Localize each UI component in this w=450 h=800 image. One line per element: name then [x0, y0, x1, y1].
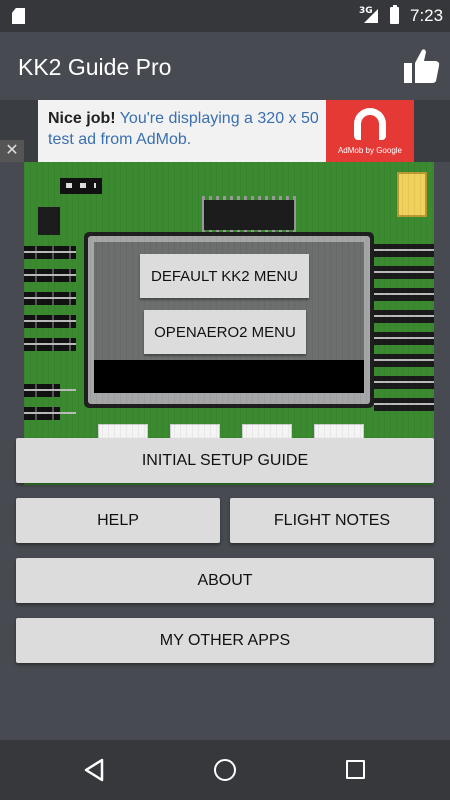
ad-text: Nice job! You're displaying a 320 x 50 t…	[48, 108, 328, 150]
lcd-bottom-bar	[94, 360, 364, 393]
pin-header-right	[374, 354, 434, 367]
board-small-chip	[38, 207, 60, 235]
home-icon[interactable]	[214, 759, 236, 781]
openaero2-menu-button[interactable]: OPENAERO2 MENU	[144, 310, 306, 354]
board-crystal	[397, 172, 427, 217]
sd-card-icon	[12, 8, 25, 24]
clock: 7:23	[410, 6, 444, 25]
board-main-chip	[204, 200, 294, 230]
pin-header-right	[374, 310, 434, 323]
flight-notes-button[interactable]: FLIGHT NOTES	[230, 498, 434, 543]
admob-logo-text: AdMob by Google	[337, 146, 403, 155]
pin-header-left	[24, 338, 76, 351]
pin-header-right	[374, 288, 434, 301]
default-kk2-menu-button[interactable]: DEFAULT KK2 MENU	[140, 254, 309, 298]
ad-body: You're displaying a 320 x 50 test ad fro…	[48, 110, 319, 148]
about-button[interactable]: ABOUT	[16, 558, 434, 603]
pin-header-left	[24, 292, 76, 305]
admob-logo-icon	[354, 108, 386, 140]
ad-banner[interactable]: ✕ Nice job! You're displaying a 320 x 50…	[0, 100, 450, 162]
status-bar: 3G 7:23	[0, 0, 450, 32]
admob-logo: AdMob by Google	[326, 100, 414, 162]
help-button[interactable]: HELP	[16, 498, 220, 543]
navigation-bar	[0, 740, 450, 800]
recent-apps-icon[interactable]	[346, 760, 365, 779]
pin-header-right	[374, 376, 434, 389]
pin-header-right	[374, 398, 434, 411]
close-icon[interactable]: ✕	[0, 140, 24, 162]
battery-icon	[390, 5, 399, 24]
app-title: KK2 Guide Pro	[18, 54, 172, 80]
back-icon[interactable]	[84, 758, 104, 782]
thumbs-up-icon[interactable]	[402, 46, 442, 86]
pin-header-left	[24, 384, 76, 397]
board-header-top	[60, 178, 102, 194]
pin-header-left	[24, 315, 76, 328]
ad-headline: Nice job!	[48, 110, 116, 127]
my-other-apps-button[interactable]: MY OTHER APPS	[16, 618, 434, 663]
network-type: 3G	[359, 6, 373, 16]
pin-header-left	[24, 269, 76, 282]
pin-header-left	[24, 407, 76, 420]
pin-header-right	[374, 332, 434, 345]
ad-content[interactable]: Nice job! You're displaying a 320 x 50 t…	[38, 100, 414, 162]
app-bar: KK2 Guide Pro	[0, 32, 450, 100]
signal-icon	[364, 9, 378, 23]
pin-header-right	[374, 266, 434, 279]
pin-header-left	[24, 246, 76, 259]
initial-setup-guide-button[interactable]: INITIAL SETUP GUIDE	[16, 438, 434, 483]
pin-header-right	[374, 244, 434, 257]
